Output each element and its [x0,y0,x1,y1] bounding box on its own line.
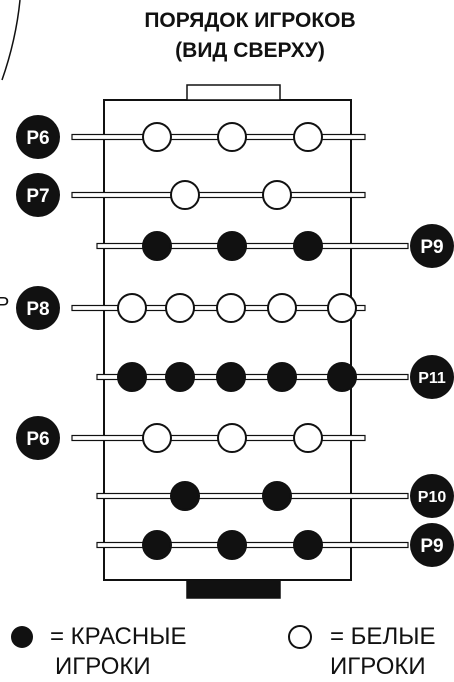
red-player [117,362,147,392]
legend-red-line2: ИГРОКИ [55,653,151,680]
rod-3: P9 [96,224,454,268]
red-player [262,481,292,511]
white-player [267,293,297,323]
rod-badge [410,474,454,518]
rod-badge-label: P10 [418,489,447,506]
red-player [142,231,172,261]
legend-white-line2: ИГРОКИ [330,653,426,680]
rod-8: P9 [96,523,454,567]
white-player [216,293,246,323]
rod-7: P10 [96,474,454,518]
rod-bar [96,242,409,250]
stray-label: P [0,294,9,316]
rod-bar [71,191,366,199]
rod-6: P6 [16,416,366,460]
legend-red-line1: = КРАСНЫЕ [50,623,187,650]
white-player [170,180,200,210]
rod-badge [410,224,454,268]
white-player [293,423,323,453]
rod-badge [410,523,454,567]
white-player [142,423,172,453]
rod-badge-label: P11 [418,370,446,387]
legend-white-marker [288,625,312,649]
rod-bar [96,373,409,381]
diagram-title-line2: (ВИД СВЕРХУ) [175,39,325,62]
goal-bottom [186,579,281,599]
rod-badge [16,416,60,460]
rod-badge-label: P9 [420,237,443,258]
white-player [327,293,357,323]
rod-1: P6 [16,115,366,159]
red-player [217,231,247,261]
red-player [142,530,172,560]
rod-badge [16,173,60,217]
rod-2: P7 [16,173,366,217]
white-player [142,122,172,152]
rod-bar [96,492,409,500]
white-player [293,122,323,152]
red-player [267,362,297,392]
rod-badge-label: P6 [26,429,49,450]
red-player [293,231,323,261]
legend-red-marker [11,626,33,648]
red-player [217,530,247,560]
rod-badge [410,355,454,399]
white-player [262,180,292,210]
rod-badge [16,115,60,159]
table-outline [103,99,352,581]
diagram-title-line1: ПОРЯДОК ИГРОКОВ [144,9,356,32]
red-player [216,362,246,392]
white-player [217,423,247,453]
white-player [117,293,147,323]
rod-5: P11 [96,355,454,399]
rod-badge [16,286,60,330]
rod-badge-label: P6 [26,128,49,149]
rod-badge-label: P8 [26,299,49,320]
rod-badge-label: P7 [26,186,49,207]
rod-badge-label: P9 [420,536,443,557]
rod-4: P8 [16,286,366,330]
white-player [165,293,195,323]
red-player [327,362,357,392]
white-player [217,122,247,152]
legend-white-line1: = БЕЛЫЕ [330,623,436,650]
edge-curve [1,0,21,81]
red-player [170,481,200,511]
red-player [165,362,195,392]
red-player [293,530,323,560]
rod-bar [96,541,409,549]
goal-top [186,84,281,101]
